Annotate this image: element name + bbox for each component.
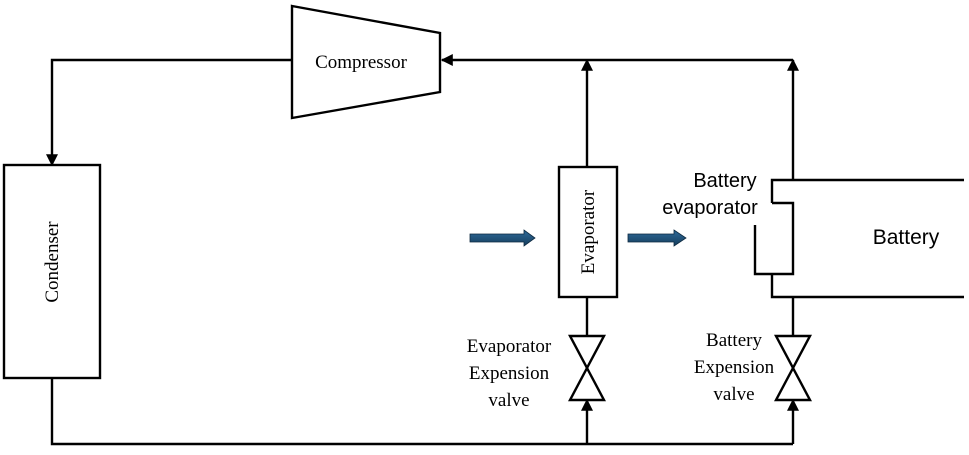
evaporator-valve-label-line: valve: [488, 390, 529, 411]
condenser: Condenser: [2, 163, 102, 380]
battery-valve-label-line: Battery: [706, 330, 762, 351]
condenser-label: Condenser: [42, 221, 63, 303]
battery-evaporator-label-line: evaporator: [662, 197, 758, 219]
evaporator: Evaporator: [557, 165, 619, 299]
battery-valve-label-line: valve: [713, 384, 754, 405]
battery-evaporator: [753, 201, 795, 276]
battery: Battery: [770, 178, 964, 299]
battery-evaporator-label: Battery evaporator: [662, 170, 758, 219]
battery-valve-label: Battery Expension valve: [694, 330, 775, 405]
evaporator-expansion-valve: [568, 334, 606, 402]
air-flow-arrow: [469, 229, 536, 247]
battery-label: Battery: [873, 226, 940, 249]
evaporator-valve-label-line: Expension: [469, 363, 550, 384]
battery-valve-label-line: Expension: [694, 357, 775, 378]
evaporator-valve-label-line: Evaporator: [467, 336, 552, 357]
compressor-label: Compressor: [315, 52, 408, 73]
battery-evaporator-label-line: Battery: [693, 170, 756, 192]
compressor: Compressor: [290, 4, 442, 120]
evaporator-label: Evaporator: [578, 189, 599, 274]
pipe-condenser-to-bottom: [50, 378, 793, 446]
pipe-compressor-to-condenser: [46, 58, 292, 167]
evaporator-valve-label: Evaporator Expension valve: [467, 336, 552, 411]
battery-expansion-valve: [774, 334, 812, 402]
air-flow-arrow: [627, 229, 687, 247]
